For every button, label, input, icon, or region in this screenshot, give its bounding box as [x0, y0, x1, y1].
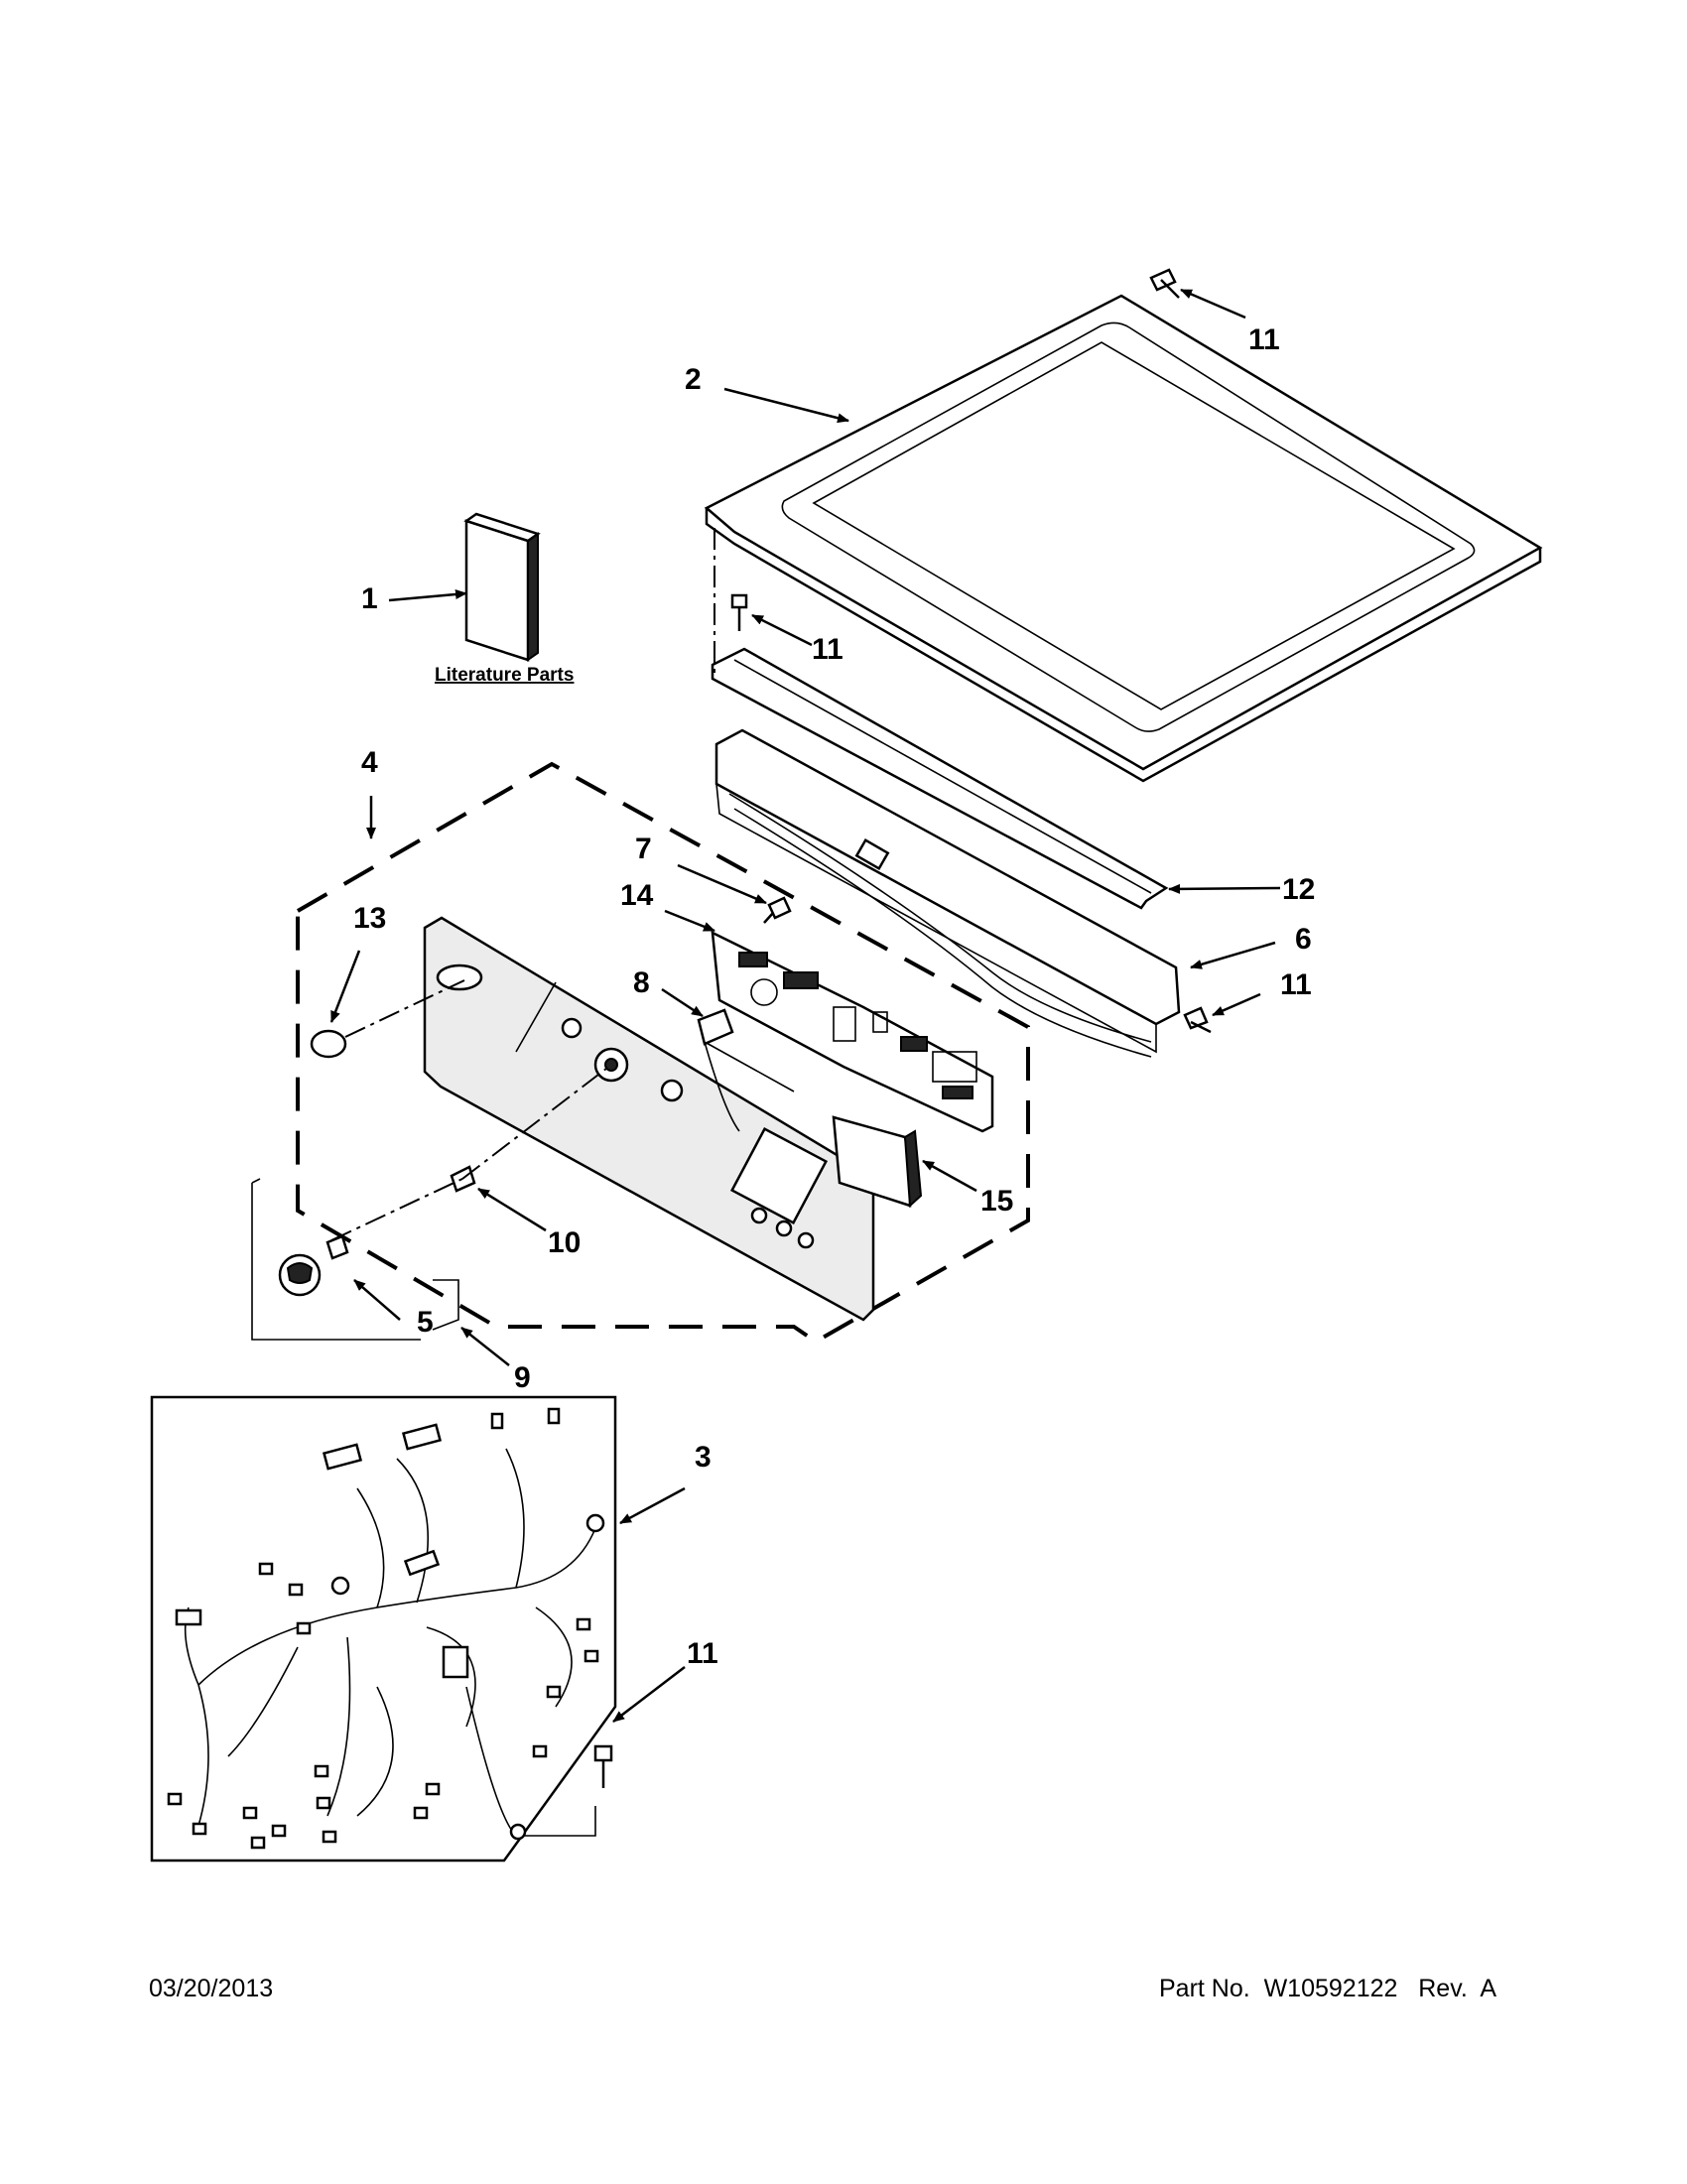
callout-6: 6	[1295, 923, 1312, 956]
literature-label: Literature Parts	[435, 665, 574, 686]
ui-module	[832, 1115, 923, 1209]
callout-3: 3	[695, 1441, 712, 1474]
console-panel	[423, 916, 875, 1322]
callout-8: 8	[633, 966, 650, 999]
callout-9: 9	[514, 1361, 531, 1394]
knob-line	[330, 1178, 463, 1241]
footer-date: 03/20/2013	[149, 1975, 274, 2002]
literature-booklet	[463, 512, 541, 662]
callout-2: 2	[685, 363, 702, 396]
screw-icon	[1149, 268, 1180, 299]
callout-14: 14	[620, 879, 654, 912]
control-board	[711, 930, 994, 1133]
shield-disc	[697, 1008, 734, 1046]
callout-1: 1	[361, 582, 378, 615]
knob-group-bracket-right	[432, 1279, 459, 1331]
wire-harness	[150, 1395, 617, 1863]
console-support	[714, 728, 1181, 1058]
badge	[310, 1029, 347, 1059]
screw-icon	[730, 593, 748, 631]
knob-group-bracket	[251, 1178, 421, 1341]
leader-lines	[329, 288, 1281, 1723]
callout-15: 15	[980, 1185, 1013, 1218]
top-panel	[704, 294, 1543, 783]
callout-7: 7	[635, 833, 652, 865]
callout-11-bracket: 11	[812, 633, 844, 666]
callout-5: 5	[417, 1306, 434, 1339]
callout-13: 13	[353, 902, 386, 935]
callout-12: 12	[1282, 873, 1315, 906]
callout-11-right: 11	[1280, 968, 1312, 1001]
callout-11-harness: 11	[687, 1637, 718, 1670]
callout-10: 10	[548, 1226, 581, 1259]
screw-icon	[1183, 1006, 1212, 1034]
badge-line	[344, 979, 465, 1038]
screw-icon	[593, 1744, 613, 1788]
callout-4: 4	[361, 746, 378, 779]
knob-clip	[325, 1234, 349, 1260]
bracket	[711, 647, 1169, 910]
shaft-line	[461, 1064, 612, 1180]
knob	[278, 1253, 322, 1297]
callout-11-top: 11	[1248, 323, 1280, 356]
screw-icon	[763, 896, 792, 924]
footer-part-number: Part No. W10592122 Rev. A	[1159, 1975, 1496, 2002]
